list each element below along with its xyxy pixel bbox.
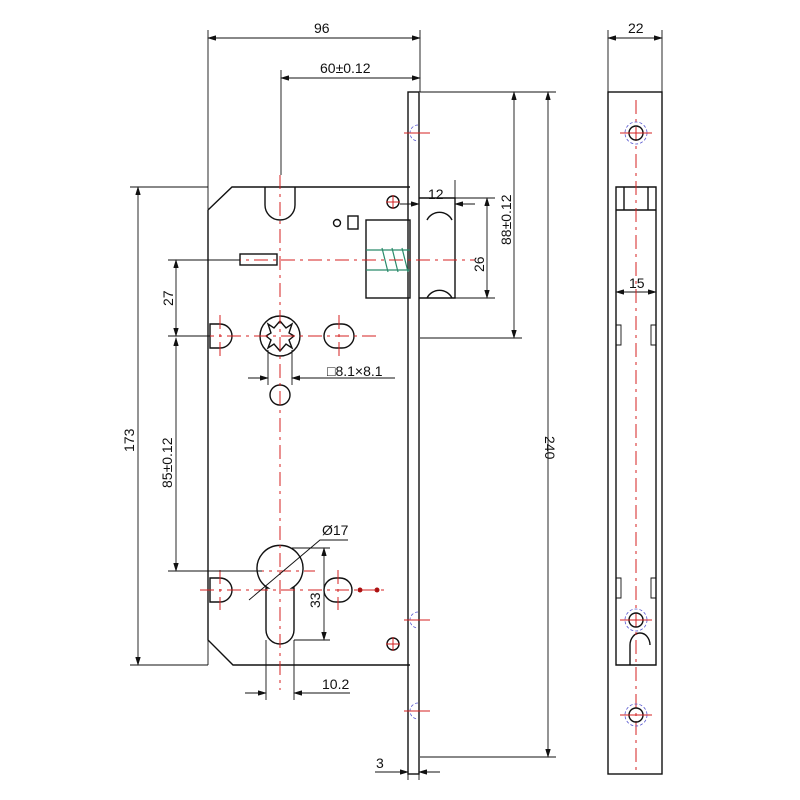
dim-cylinder-diameter: Ø17	[322, 522, 349, 538]
centerlines	[200, 175, 475, 690]
latch-body	[365, 219, 411, 299]
dim-latch-to-spindle: 27	[160, 290, 176, 306]
screw-icon	[386, 637, 400, 651]
dim-center-distance: 85±0.12	[159, 437, 175, 488]
dot	[374, 587, 380, 593]
dim-faceplate-width: 22	[628, 20, 644, 36]
dim-case-width: 96	[314, 20, 330, 36]
dim-spindle-square: □8.1×8.1	[327, 363, 383, 379]
dim-cylinder-length: 33	[307, 592, 323, 608]
dim-backset: 60±0.12	[320, 60, 371, 76]
dim-bolt-width: 15	[629, 275, 645, 291]
latch-spring	[366, 247, 410, 273]
dim-faceplate-length: 240	[542, 436, 558, 460]
dim-cylinder-width: 10.2	[322, 676, 349, 692]
dim-case-height: 173	[121, 428, 137, 452]
dim-latch-projection: 12	[428, 186, 444, 202]
top-slot	[264, 187, 296, 221]
dim-latch-height: 26	[471, 256, 487, 272]
dim-latch-to-top: 88±0.12	[498, 194, 514, 245]
cylinder-hole	[256, 544, 304, 645]
dimension-lines	[130, 30, 663, 780]
side-view	[607, 91, 663, 775]
small-hole	[332, 218, 342, 228]
dim-faceplate-thickness: 3	[376, 755, 384, 771]
screw-icon	[386, 195, 400, 209]
latch-bolt	[419, 197, 456, 299]
dot	[357, 587, 363, 593]
lock-case	[207, 186, 410, 666]
faceplate	[407, 91, 420, 775]
small-square	[347, 215, 359, 230]
